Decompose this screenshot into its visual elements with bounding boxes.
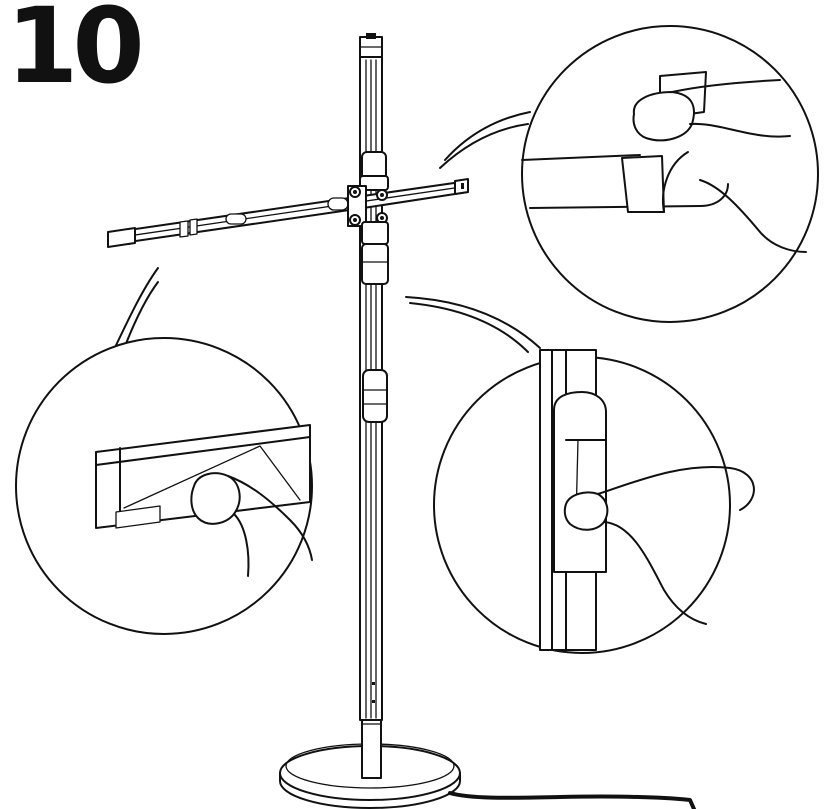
detail-left bbox=[15, 267, 313, 635]
step-number: 10 bbox=[6, 0, 145, 107]
power-cable bbox=[448, 791, 696, 809]
pole-clip bbox=[362, 369, 388, 423]
detail-top-right bbox=[439, 25, 819, 323]
arm-joint bbox=[347, 151, 389, 285]
lamp-arm bbox=[107, 178, 469, 248]
detail-right bbox=[405, 296, 755, 654]
